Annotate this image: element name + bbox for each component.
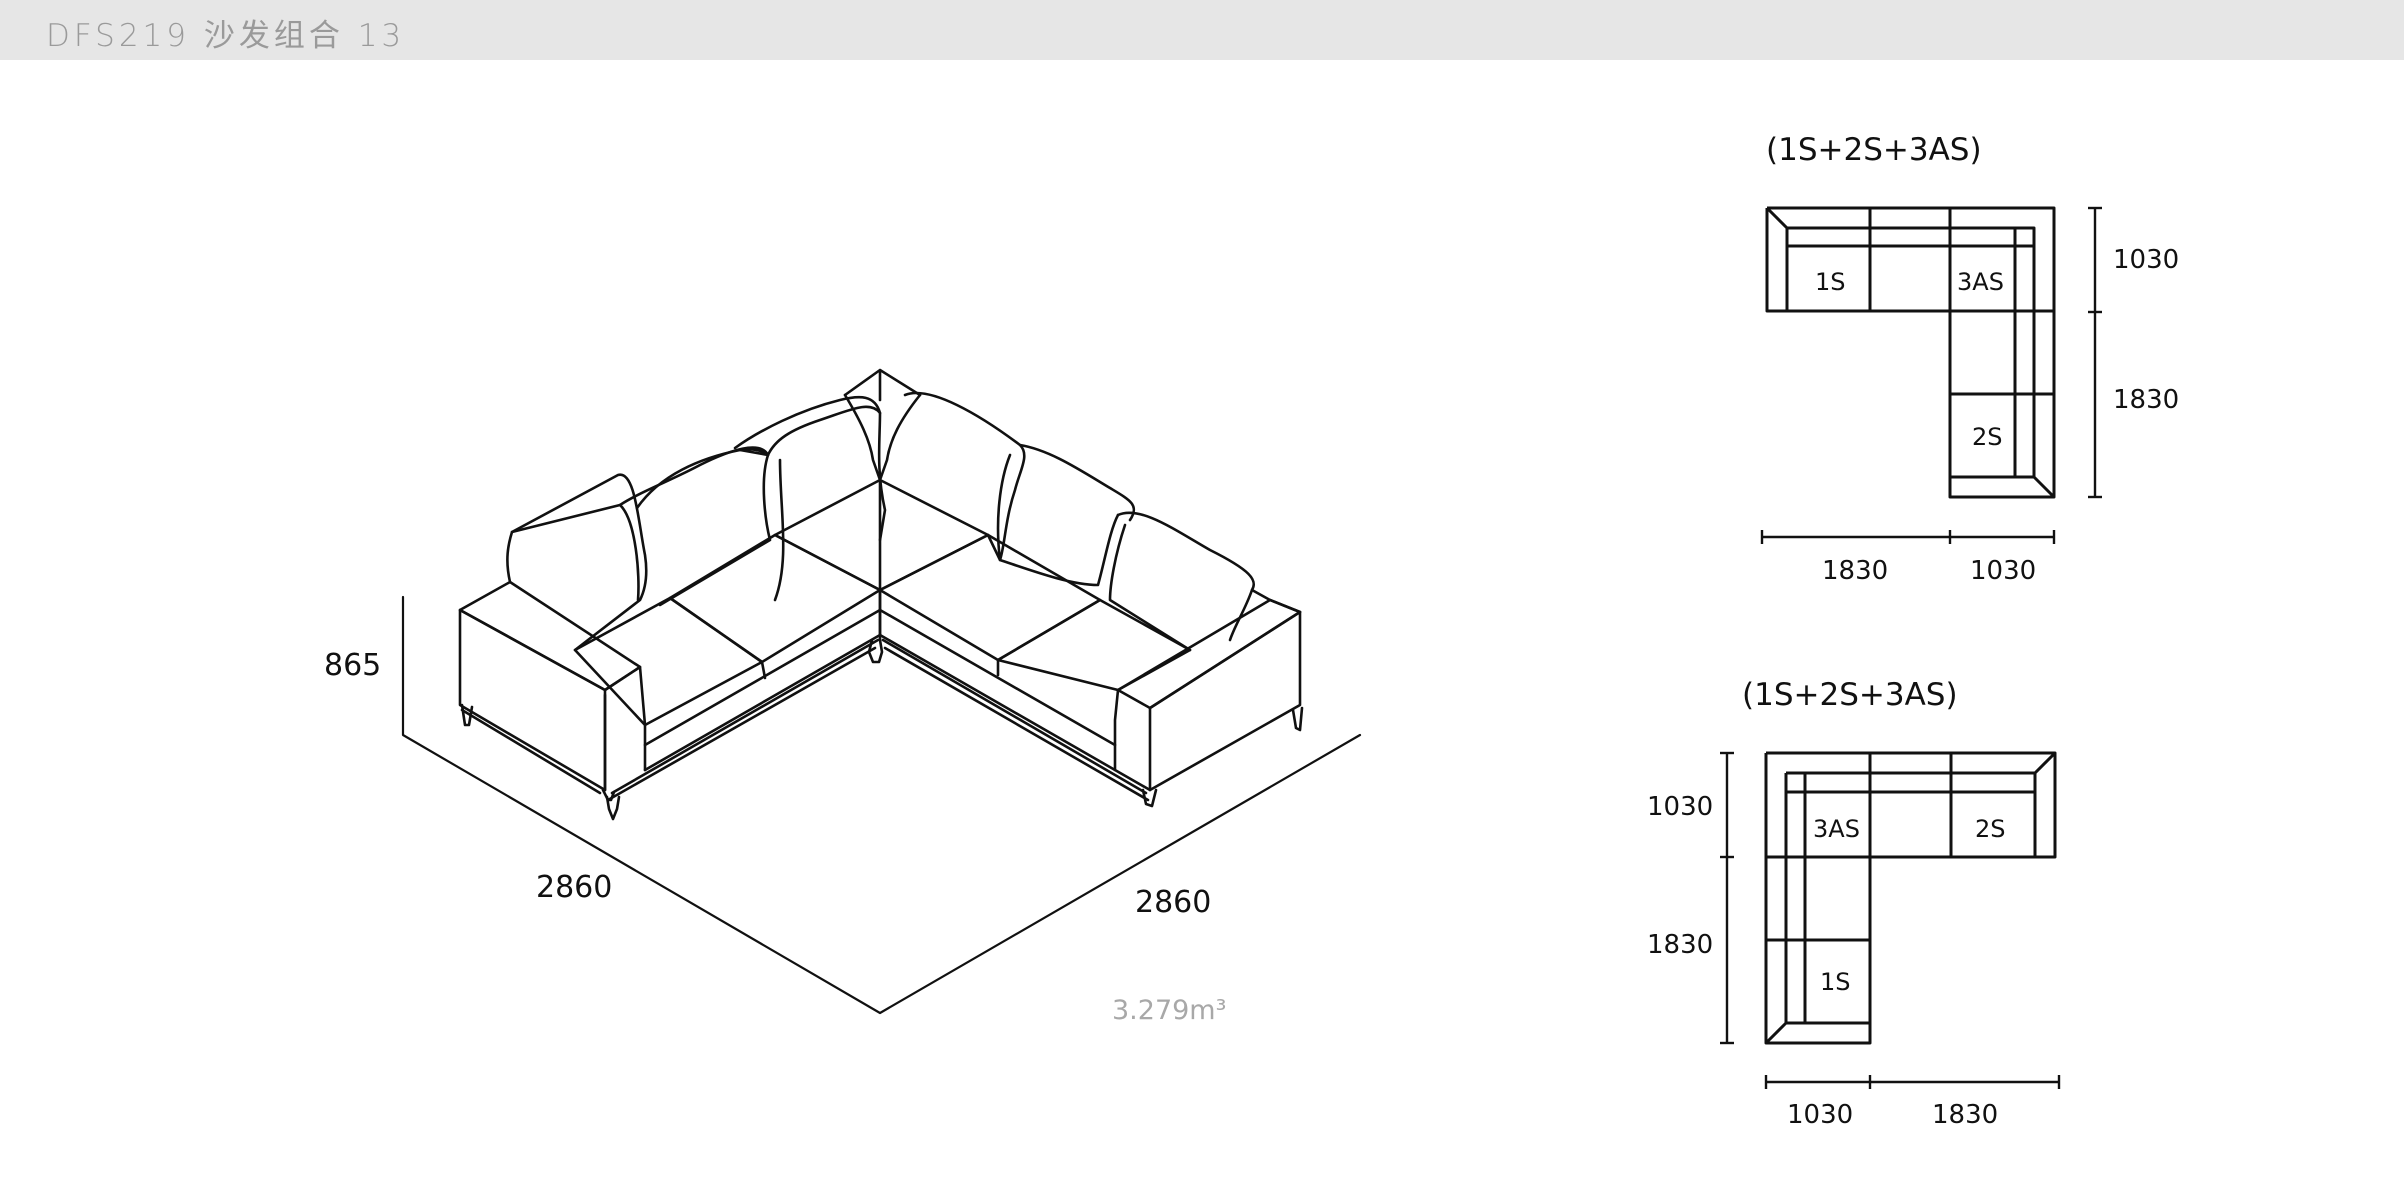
plan-b-title: (1S+2S+3AS) [1742, 677, 1958, 713]
plan-b-seat-1s: 1S [1820, 968, 1851, 996]
plan-b-dim-bottom-left: 1030 [1787, 1100, 1854, 1130]
page-title: DFS219 沙发组合 13 [46, 18, 406, 54]
plan-a-dim-right-bottom: 1830 [2113, 385, 2180, 415]
header-bar: DFS219 沙发组合 13 [0, 0, 2404, 60]
volume-label: 3.279m³ [1112, 995, 1227, 1026]
dimension-lines [401, 595, 1362, 1015]
right-back-cushions [903, 391, 1302, 652]
plan-a-seat-3as: 3AS [1957, 268, 2004, 296]
height-dimension-label: 865 [324, 648, 382, 683]
plan-a-dim-bottom-left: 1830 [1822, 556, 1889, 586]
left-base [605, 608, 882, 821]
plan-b-seat-3as: 3AS [1813, 815, 1860, 843]
plan-a-title: (1S+2S+3AS) [1766, 132, 1982, 168]
plan-b-dim-left-top: 1030 [1647, 792, 1714, 822]
depth-right-dimension-label: 2860 [1135, 885, 1212, 920]
right-arm [1113, 598, 1304, 808]
plan-a-dim-bottom-right: 1030 [1970, 556, 2037, 586]
right-seat-cushions [878, 533, 1192, 692]
plan-b-dim-left-bottom: 1830 [1647, 930, 1714, 960]
left-back-cushions [506, 395, 887, 652]
plan-a-dim-right-top: 1030 [2113, 245, 2180, 275]
plan-a-seat-2s: 2S [1972, 423, 2003, 451]
plan-b-seat-2s: 2S [1975, 815, 2006, 843]
right-base [867, 608, 1150, 802]
plan-b-dim-bottom-right: 1830 [1932, 1100, 1999, 1130]
plan-a-seat-1s: 1S [1815, 268, 1846, 296]
depth-left-dimension-label: 2860 [536, 870, 613, 905]
